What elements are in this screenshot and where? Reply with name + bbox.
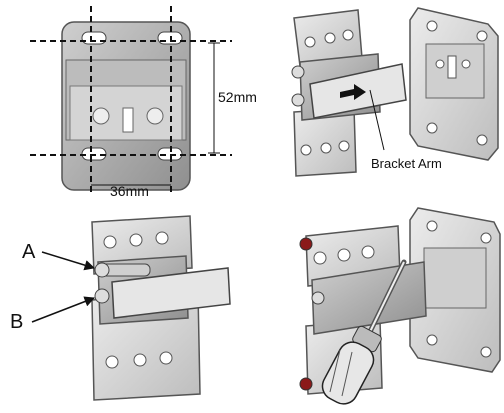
- template-hole-left: [92, 107, 110, 125]
- mounting-template-panel: 52mm 36mm: [30, 6, 257, 199]
- height-dimension-label: 52mm: [218, 89, 257, 105]
- template-hole-right: [146, 107, 164, 125]
- callout-b-label: B: [10, 311, 23, 333]
- screw-cap: [299, 377, 313, 391]
- screw: [291, 65, 305, 79]
- width-dimension-label: 36mm: [110, 183, 149, 199]
- screwdriver-icon: [321, 259, 407, 405]
- screw-b: [94, 288, 110, 304]
- screw-cap: [299, 237, 313, 251]
- callout-a-arrow: [41, 251, 96, 271]
- callout-a-label: A: [22, 241, 36, 263]
- wall-plate-channel: [423, 247, 487, 309]
- screw: [311, 291, 325, 305]
- screwdriver-panel: [299, 207, 501, 405]
- callout-b-arrow: [31, 296, 95, 323]
- template-slot-hole: [81, 31, 107, 45]
- arrow-icon: [340, 84, 366, 100]
- bracket-arm-label: Bracket Arm: [371, 156, 442, 171]
- bracket-arm-leader-line: [369, 89, 385, 151]
- screw: [291, 93, 305, 107]
- bracket-arm: [111, 267, 231, 319]
- bracket-arm-panel: Bracket Arm: [291, 7, 499, 177]
- screw-callout-panel: A B: [10, 215, 231, 401]
- template-slot: [122, 107, 134, 133]
